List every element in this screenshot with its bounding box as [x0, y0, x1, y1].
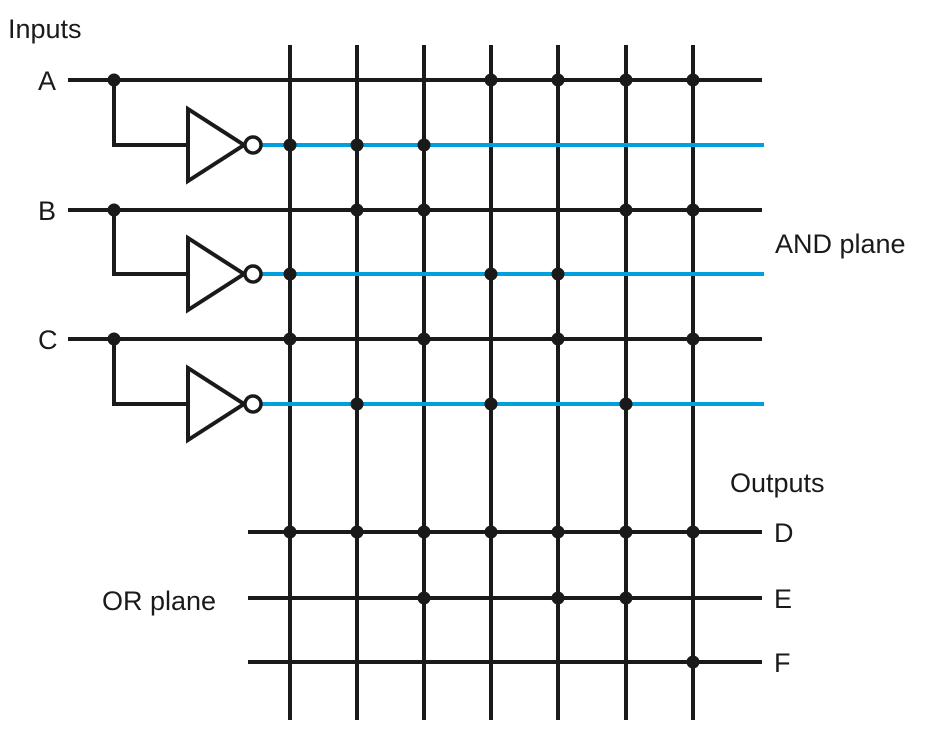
and-connection-dot	[484, 267, 498, 281]
and-connection-dot	[686, 332, 700, 346]
and-connection-dot	[619, 203, 633, 217]
or-connection-dot	[619, 591, 633, 605]
inverter-icon	[186, 105, 248, 185]
or-connection-dot	[619, 525, 633, 539]
and-connection-dot	[417, 203, 431, 217]
or-connection-dot	[551, 525, 565, 539]
or-connection-dot	[551, 591, 565, 605]
inverter-bubble-icon	[243, 135, 263, 155]
branch-dot	[107, 332, 121, 346]
and-connection-dot	[484, 397, 498, 411]
branch-wire	[112, 210, 188, 276]
inverter-icon	[186, 234, 248, 314]
and-connection-dot	[551, 332, 565, 346]
or-plane-label: OR plane	[102, 586, 216, 616]
and-plane-label: AND plane	[775, 229, 906, 259]
output-label-f: F	[774, 648, 791, 678]
outputs-label: Outputs	[730, 468, 825, 498]
or-connection-dot	[283, 525, 297, 539]
and-connection-dot	[350, 397, 364, 411]
and-connection-dot	[417, 138, 431, 152]
and-connection-dot	[283, 138, 297, 152]
inverter-bubble-icon	[243, 264, 263, 284]
or-connection-dot	[417, 525, 431, 539]
and-connection-dot	[350, 203, 364, 217]
inverter-icon	[186, 364, 248, 444]
inverter-bubble-icon	[243, 394, 263, 414]
and-connection-dot	[686, 73, 700, 87]
branch-dot	[107, 203, 121, 217]
or-connection-dot	[686, 525, 700, 539]
branch-wire	[112, 339, 188, 406]
and-connection-dot	[686, 203, 700, 217]
output-label-e: E	[774, 584, 792, 614]
and-connection-dot	[350, 138, 364, 152]
and-connection-dot	[551, 73, 565, 87]
or-connection-dot	[686, 655, 700, 669]
inputs-label: Inputs	[8, 14, 82, 44]
and-connection-dot	[484, 73, 498, 87]
and-connection-dot	[619, 397, 633, 411]
and-connection-dot	[283, 332, 297, 346]
branch-wire	[112, 80, 188, 147]
input-label-a: A	[38, 66, 56, 96]
input-label-b: B	[38, 196, 56, 226]
or-connection-dot	[417, 591, 431, 605]
or-connection-dot	[350, 525, 364, 539]
and-connection-dot	[551, 267, 565, 281]
and-connection-dot	[283, 267, 297, 281]
input-label-c: C	[38, 325, 58, 355]
branch-dot	[107, 73, 121, 87]
and-connection-dot	[417, 332, 431, 346]
output-label-d: D	[774, 518, 794, 548]
or-connection-dot	[484, 525, 498, 539]
and-connection-dot	[619, 73, 633, 87]
